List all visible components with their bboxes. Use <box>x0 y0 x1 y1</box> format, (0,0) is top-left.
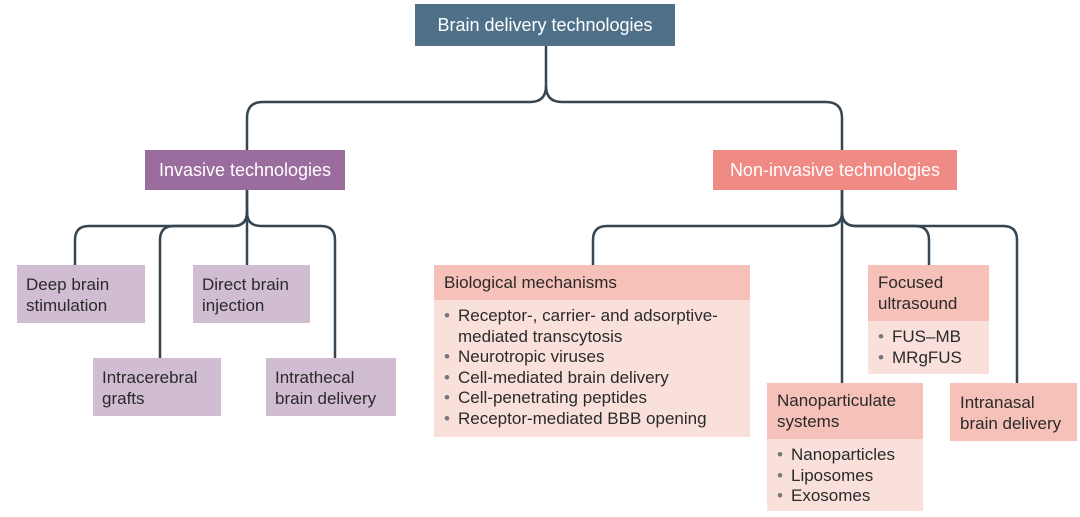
list-item: Cell-mediated brain delivery <box>444 368 740 389</box>
intracerebral-grafts-node: Intracerebral grafts <box>93 358 221 416</box>
panel-heading: Focused ultrasound <box>868 265 989 321</box>
deep-brain-stimulation-node: Deep brain stimulation <box>17 265 145 323</box>
connector-noninvasive-intranasal <box>840 211 1019 383</box>
list-item: FUS–MB <box>878 327 979 348</box>
list-item: Liposomes <box>777 466 913 487</box>
noninvasive-title: Non-invasive technologies <box>729 159 941 180</box>
connector-invasive-intrathecal <box>245 211 337 358</box>
direct-brain-injection-node: Direct brain injection <box>193 265 310 323</box>
intranasal-brain-delivery-node: Intranasal brain delivery <box>950 383 1077 441</box>
list-item: Nanoparticles <box>777 445 913 466</box>
list-item: Receptor-mediated BBB opening <box>444 409 740 430</box>
connector-invasive-grafts <box>158 211 249 358</box>
biological-mechanisms-list: Receptor-, carrier- and adsorptive-media… <box>434 300 750 435</box>
leaf-label: Intrathecal brain delivery <box>275 368 377 408</box>
panel-heading: Biological mechanisms <box>434 265 750 300</box>
connector-root <box>245 46 548 150</box>
list-item: Exosomes <box>777 486 913 507</box>
nanoparticulate-systems-list: Nanoparticles Liposomes Exosomes <box>767 439 923 513</box>
connector-noninvasive-fus <box>840 211 931 265</box>
focused-ultrasound-panel: Focused ultrasound FUS–MB MRgFUS <box>868 265 989 374</box>
biological-mechanisms-panel: Biological mechanisms Receptor-, carrier… <box>434 265 750 437</box>
leaf-label: Intranasal brain delivery <box>960 393 1062 433</box>
panel-heading: Nanoparticulate systems <box>767 383 923 439</box>
list-item: Cell-penetrating peptides <box>444 388 740 409</box>
list-item: MRgFUS <box>878 348 979 369</box>
noninvasive-node: Non-invasive technologies <box>713 150 957 190</box>
intrathecal-brain-delivery-node: Intrathecal brain delivery <box>266 358 396 416</box>
connector-noninvasive <box>591 190 844 265</box>
invasive-title: Invasive technologies <box>158 159 332 180</box>
invasive-node: Invasive technologies <box>145 150 345 190</box>
leaf-label: Direct brain injection <box>202 275 289 315</box>
nanoparticulate-systems-panel: Nanoparticulate systems Nanoparticles Li… <box>767 383 923 511</box>
focused-ultrasound-list: FUS–MB MRgFUS <box>868 321 989 374</box>
leaf-label: Intracerebral grafts <box>102 368 198 408</box>
root-node: Brain delivery technologies <box>415 4 675 46</box>
root-title: Brain delivery technologies <box>437 14 653 35</box>
leaf-label: Deep brain stimulation <box>26 275 110 315</box>
list-item: Neurotropic viruses <box>444 347 740 368</box>
list-item: Receptor-, carrier- and adsorptive-media… <box>444 306 740 347</box>
connector-root-right <box>544 85 844 150</box>
